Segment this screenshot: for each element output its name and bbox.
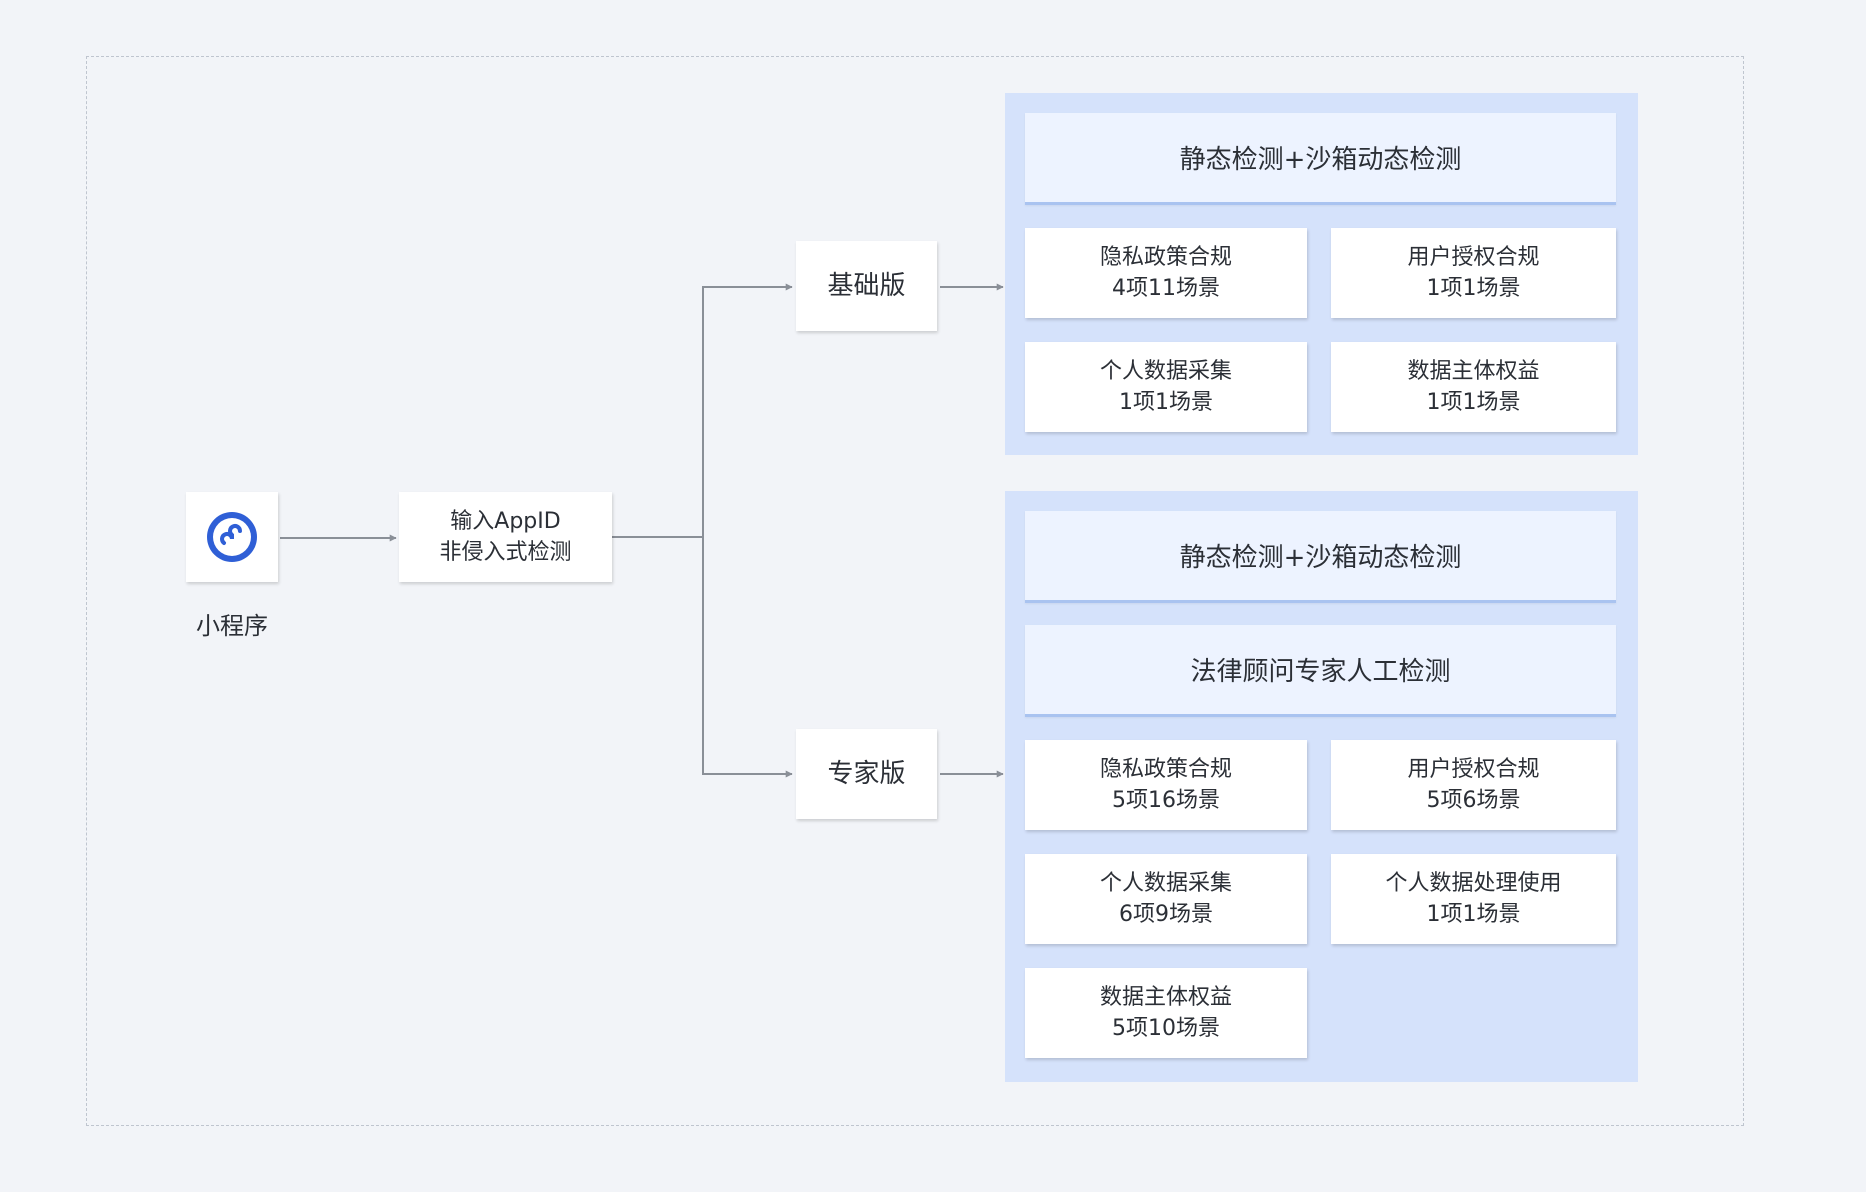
arrow-to-basic (702, 283, 793, 537)
expert-card-data-processing[interactable]: 个人数据处理使用 1项1场景 (1331, 854, 1616, 944)
basic-tier-node[interactable]: 基础版 (796, 241, 937, 331)
card-title: 用户授权合规 (1407, 756, 1540, 782)
basic-card-privacy-policy[interactable]: 隐私政策合规 4项11场景 (1025, 228, 1307, 318)
expert-card-user-authorization[interactable]: 用户授权合规 5项6场景 (1331, 740, 1616, 830)
basic-tier-label: 基础版 (827, 270, 906, 301)
diagram-frame (86, 56, 1744, 1126)
card-detail: 1项1场景 (1426, 276, 1521, 301)
expert-header-legal: 法律顾问专家人工检测 (1025, 625, 1616, 717)
basic-card-data-collection[interactable]: 个人数据采集 1项1场景 (1025, 342, 1307, 432)
basic-card-user-authorization[interactable]: 用户授权合规 1项1场景 (1331, 228, 1616, 318)
input-line1: 输入AppID (450, 508, 561, 534)
arrow-to-expert (702, 537, 793, 778)
card-title: 数据主体权益 (1407, 358, 1540, 384)
expert-tier-label: 专家版 (827, 758, 906, 789)
card-title: 个人数据采集 (1099, 870, 1232, 896)
expert-card-subject-rights[interactable]: 数据主体权益 5项10场景 (1025, 968, 1307, 1058)
mini-program-node[interactable] (186, 492, 278, 582)
basic-card-subject-rights[interactable]: 数据主体权益 1项1场景 (1331, 342, 1616, 432)
card-detail: 5项16场景 (1112, 788, 1220, 813)
card-detail: 6项9场景 (1119, 902, 1213, 927)
card-title: 隐私政策合规 (1099, 756, 1232, 782)
basic-header: 静态检测+沙箱动态检测 (1025, 113, 1616, 205)
card-detail: 4项11场景 (1112, 276, 1220, 301)
card-title: 隐私政策合规 (1099, 244, 1232, 270)
expert-header-static: 静态检测+沙箱动态检测 (1025, 511, 1616, 603)
expert-card-privacy-policy[interactable]: 隐私政策合规 5项16场景 (1025, 740, 1307, 830)
card-detail: 1项1场景 (1426, 902, 1521, 927)
card-title: 个人数据处理使用 (1385, 870, 1562, 896)
card-detail: 1项1场景 (1426, 390, 1521, 415)
input-line2: 非侵入式检测 (439, 540, 572, 565)
card-detail: 5项6场景 (1426, 788, 1521, 813)
card-title: 个人数据采集 (1099, 358, 1232, 384)
mini-program-label: 小程序 (196, 612, 268, 640)
card-detail: 5项10场景 (1112, 1016, 1220, 1041)
card-title: 数据主体权益 (1099, 984, 1232, 1010)
mini-program-icon (207, 512, 257, 562)
expert-tier-node[interactable]: 专家版 (796, 729, 937, 819)
card-detail: 1项1场景 (1119, 390, 1213, 415)
expert-card-data-collection[interactable]: 个人数据采集 6项9场景 (1025, 854, 1307, 944)
input-appid-node[interactable]: 输入AppID 非侵入式检测 (399, 492, 612, 582)
card-title: 用户授权合规 (1407, 244, 1540, 270)
